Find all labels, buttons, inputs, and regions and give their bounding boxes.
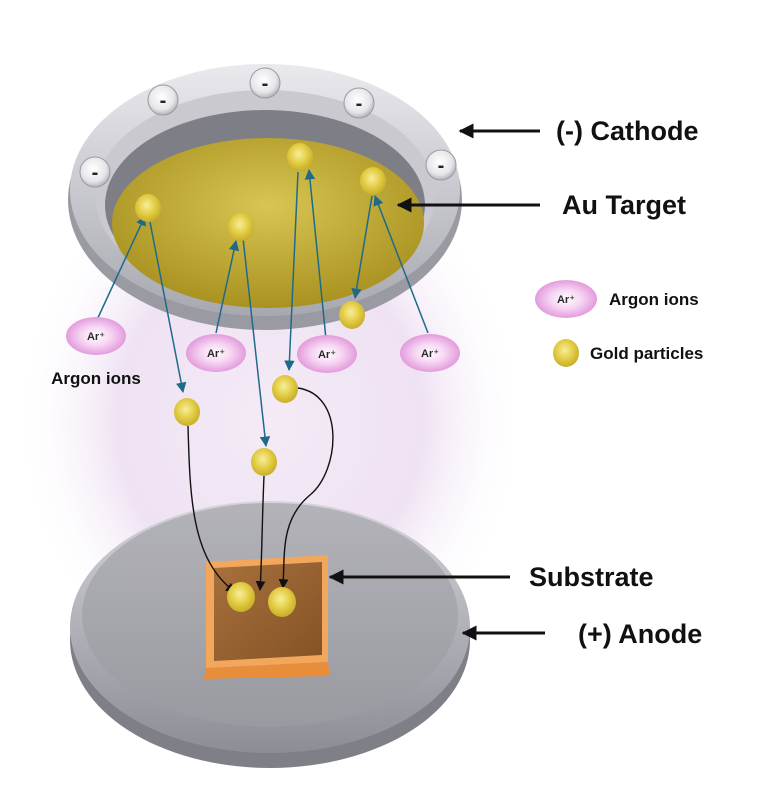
gold-particle [287,143,313,171]
deposition-path [278,387,334,589]
argon-ion: Ar⁺ [66,317,126,355]
svg-text:Ar⁺: Ar⁺ [207,348,225,360]
gold-particle [228,213,254,241]
gold-particle [360,167,386,195]
ion-arrow [373,195,429,334]
argon-ion: Ar⁺ [400,334,460,372]
ejection-arrows [149,171,373,448]
ejection-arrow [149,221,187,394]
legend-gold-label: Gold particles [590,344,703,363]
svg-text:-: - [356,93,363,115]
svg-text:Ar⁺: Ar⁺ [557,294,575,306]
minus-charge: - [79,156,111,188]
ion-arrow [215,239,240,334]
svg-text:-: - [262,73,269,95]
callouts [328,123,545,641]
minus-charge: - [249,67,281,99]
deposition-paths [187,387,334,593]
gold-particle [135,194,161,222]
substrate-label: Substrate [529,562,654,592]
ion-impact-arrows [95,168,429,340]
svg-text:-: - [92,162,99,184]
svg-text:Ar⁺: Ar⁺ [421,348,439,360]
au-target [112,138,424,308]
gold-particle [268,587,296,617]
gold-particle [272,375,298,403]
argon-ion: Ar⁺ [297,335,357,373]
gold-particle [251,448,277,476]
argon-ion: Ar⁺ [186,334,246,372]
deposition-path [187,425,236,593]
gold-particles [135,143,386,617]
target-label: Au Target [562,190,686,220]
gold-particle [227,582,255,612]
gold-particle [339,301,365,329]
svg-text:-: - [160,90,167,112]
legend-argon-swatch: Ar⁺ [535,280,597,318]
deposition-path [255,475,266,591]
ejection-arrow [284,171,299,372]
ion-arrow [95,215,146,323]
svg-text:-: - [438,155,445,177]
substrate-block [204,555,330,679]
minus-charge: - [343,87,375,119]
legend: Ar⁺ Argon ions Gold particles [535,280,703,367]
gold-particle [174,398,200,426]
svg-text:Ar⁺: Ar⁺ [87,331,105,343]
legend-argon-label: Argon ions [609,290,699,309]
cathode-label: (-) Cathode [556,116,698,146]
anode-label: (+) Anode [578,619,702,649]
legend-gold-swatch [553,339,579,367]
argon-ions-label: Argon ions [51,369,141,388]
ion-arrow [304,168,327,340]
minus-charge: - [147,84,179,116]
argon-ions: Ar⁺ Ar⁺ Ar⁺ Ar⁺ [66,317,460,373]
svg-text:Ar⁺: Ar⁺ [318,349,336,361]
ejection-arrow [242,237,271,448]
minus-charge: - [425,149,457,181]
ejection-arrow [351,195,373,300]
cathode-charges: - - - - - [79,67,457,188]
